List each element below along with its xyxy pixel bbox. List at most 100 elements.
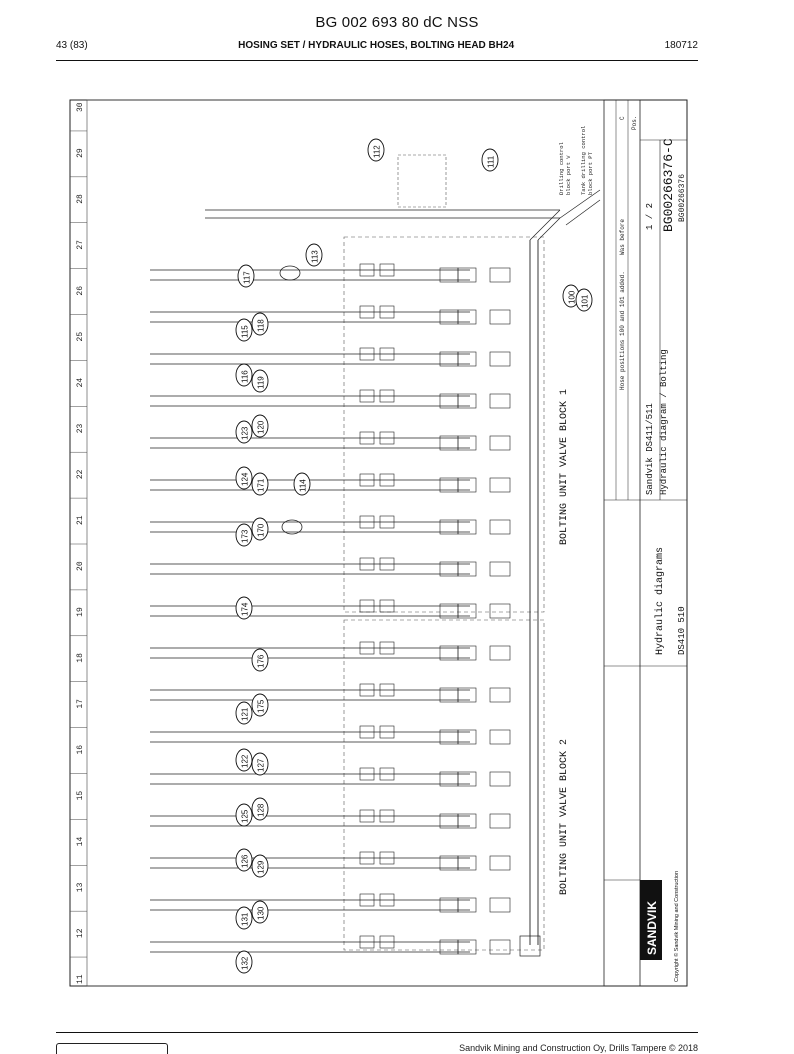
callout-bubble: 170 [251,517,269,541]
drawing-frame-outer [69,99,688,987]
column-number: 28 [76,194,85,204]
column-number: 29 [76,148,85,158]
column-number: 15 [76,791,85,801]
callout-bubble: 122 [235,748,253,772]
callout-bubble: 126 [235,848,253,872]
column-number: 17 [76,699,85,709]
callout-bubble: 132 [235,950,253,974]
svg-text:173: 173 [241,529,250,543]
title-block: Hose positions 100 and 101 added. Was be… [603,99,688,987]
tank-note-2: block port PT [587,151,594,195]
column-number: 24 [76,378,85,388]
callout-bubble: 176 [251,648,269,672]
callout-bubble: 112 [367,138,385,162]
svg-text:123: 123 [241,426,250,440]
callout-bubble: 114 [293,472,311,496]
callout-bubble: 100 [562,284,580,308]
callout-bubble: 116 [235,363,253,387]
pressure-valve-outline [397,154,447,208]
valve-block-2-label: BOLTING UNIT VALVE BLOCK 2 [559,739,570,895]
svg-text:176: 176 [257,654,266,668]
callout-bubble: 119 [251,369,269,393]
callout-bubble: 123 [235,420,253,444]
document-number: BG 002 693 80 dC NSS [315,14,479,31]
callout-bubble: 174 [235,596,253,620]
drawing-title: Hydraulic diagrams [654,547,666,655]
column-number: 30 [76,102,85,112]
svg-text:117: 117 [243,271,252,284]
callout-bubble: 128 [251,797,269,821]
document-date: 180712 [664,40,698,51]
svg-text:115: 115 [241,325,250,338]
callout-bubble: 131 [235,906,253,930]
rev-label: Pos. [631,116,638,130]
callout-bubble: 127 [251,752,269,776]
column-number: 19 [76,607,85,617]
column-number: 18 [76,653,85,663]
page-title: HOSING SET / HYDRAULIC HOSES, BOLTING HE… [238,40,515,51]
model-title: Sandvik DS411/511 [645,403,655,495]
valve-symbols [359,263,511,955]
callout-bubble: 130 [251,900,269,924]
column-number: 11 [76,974,85,984]
column-number: 25 [76,332,85,342]
tank-note: Tank drilling control [580,126,587,195]
svg-text:114: 114 [299,479,308,492]
svg-text:128: 128 [257,803,266,817]
column-number: 14 [76,837,85,847]
drawing-number: BG00266376-C [661,138,676,232]
callout-bubble: 173 [235,523,253,547]
svg-text:129: 129 [257,860,266,874]
column-number: 20 [76,561,85,571]
svg-text:101: 101 [581,294,590,308]
company-name: SANDVIK [645,901,659,955]
drawing-number-small: BG00266376 [678,174,687,222]
svg-text:120: 120 [257,420,266,434]
accumulator-icon [281,519,303,535]
page-number: 43 (83) [56,40,88,51]
svg-text:113: 113 [311,250,320,263]
svg-text:171: 171 [257,478,266,492]
drawing-frame-inner [86,99,641,987]
page-header: 43 (83) HOSING SET / HYDRAULIC HOSES, BO… [56,40,698,51]
column-number: 13 [76,882,85,892]
small-fitting-icon [519,935,541,957]
svg-text:131: 131 [241,912,250,926]
callout-bubble: 115 [235,318,253,342]
sandvik-logo [640,880,662,960]
revision-note: Hose positions 100 and 101 added. [619,271,626,390]
valve-block-1-label: BOLTING UNIT VALVE BLOCK 1 [559,389,570,545]
header-rule [56,60,698,61]
footer-logo [56,1043,168,1054]
svg-text:175: 175 [257,699,266,713]
svg-text:124: 124 [241,472,250,486]
svg-text:100: 100 [568,290,577,304]
drilling-note: Drilling control [558,142,565,195]
callout-bubble: 117 [237,264,255,288]
svg-text:112: 112 [373,145,382,158]
callout-bubble: 121 [235,701,253,725]
callout-bubble: 129 [251,854,269,878]
column-number: 23 [76,423,85,433]
callout-bubble: 111 [481,148,499,172]
hose-lines [150,269,470,953]
svg-text:122: 122 [241,754,250,768]
svg-text:130: 130 [257,906,266,920]
revision-letter: C [619,116,626,120]
svg-text:126: 126 [241,854,250,868]
model-code: DS410 510 [677,606,687,655]
callout-bubble: 120 [251,414,269,438]
svg-text:116: 116 [241,370,250,383]
callout-bubble: 101 [575,288,593,312]
callout-bubble: 113 [305,243,323,267]
title-block-copyright: Copyright © Sandvik Mining and Construct… [673,871,680,982]
footer-copyright: Sandvik Mining and Construction Oy, Dril… [459,1043,698,1053]
drilling-note-2: block port V [565,155,572,195]
svg-text:170: 170 [257,523,266,537]
sheet-number: 1 / 2 [645,203,655,230]
accumulator-icon [279,265,301,281]
svg-text:125: 125 [241,809,250,823]
